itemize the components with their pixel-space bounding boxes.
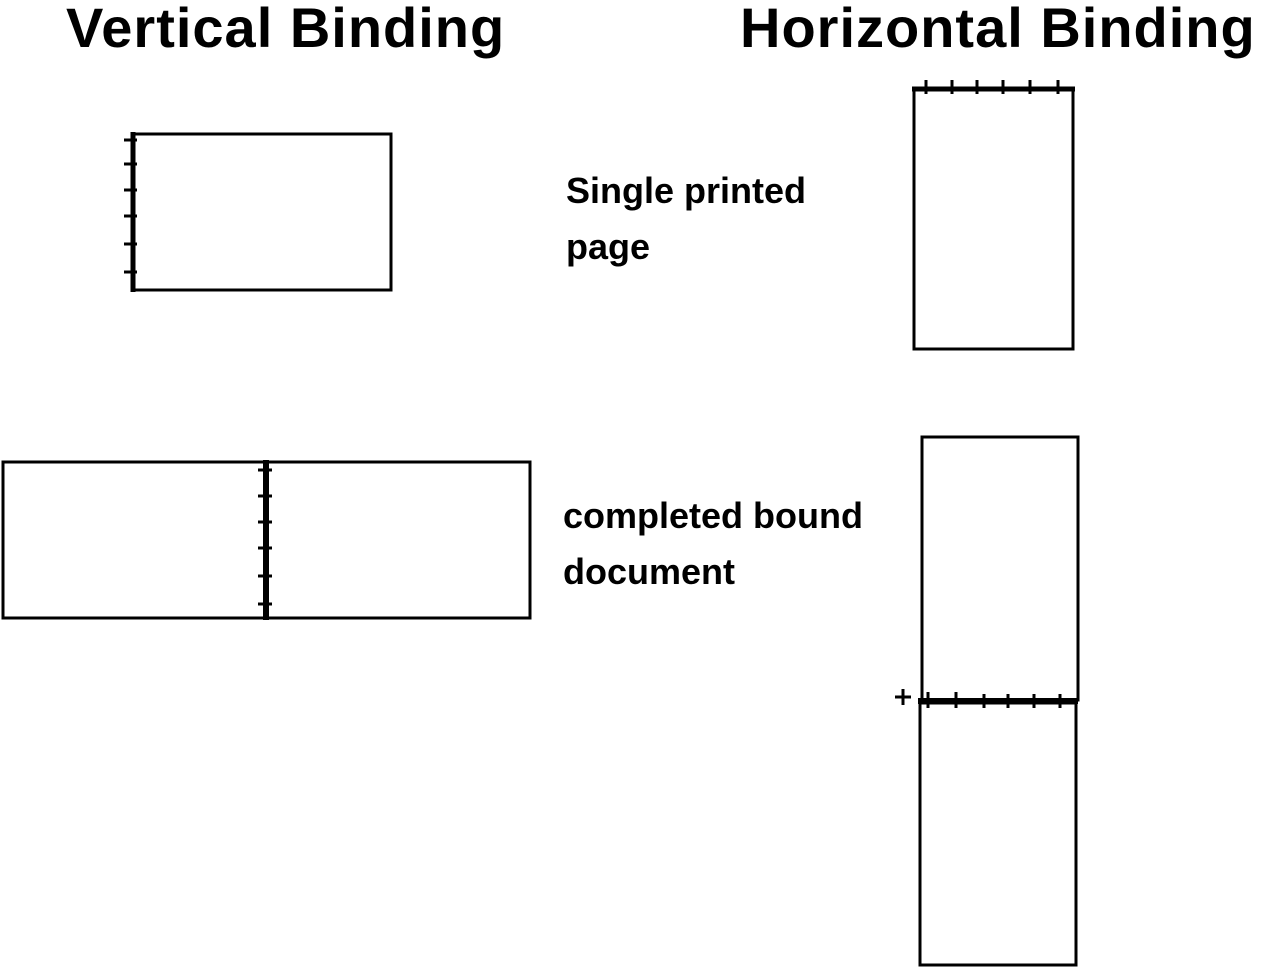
completed-document-caption-line-1: completed bound: [563, 495, 863, 536]
horizontal-bound-top-page: [920, 435, 1080, 702]
horizontal-single-binding-ticks: [924, 80, 1060, 94]
horizontal-binding-title: Horizontal Binding: [740, 0, 1256, 59]
horizontal-bound-bottom-page: [918, 701, 1078, 967]
horizontal-bound-binding-ticks: [895, 689, 1062, 708]
single-page-caption-line-2: page: [566, 226, 651, 267]
completed-document-caption: completed bound document: [563, 488, 863, 600]
vertical-binding-title: Vertical Binding: [66, 0, 506, 59]
horizontal-single-page: [912, 87, 1075, 351]
completed-document-caption-line-2: document: [563, 551, 736, 592]
vertical-single-binding-ticks: [124, 138, 137, 274]
vertical-bound-left-page: [1, 460, 267, 620]
vertical-bound-binding-ticks: [258, 468, 272, 606]
single-page-caption: Single printed page: [566, 163, 806, 275]
vertical-bound-right-page: [265, 460, 532, 620]
vertical-single-page: [131, 132, 393, 292]
single-page-caption-line-1: Single printed: [566, 170, 807, 211]
